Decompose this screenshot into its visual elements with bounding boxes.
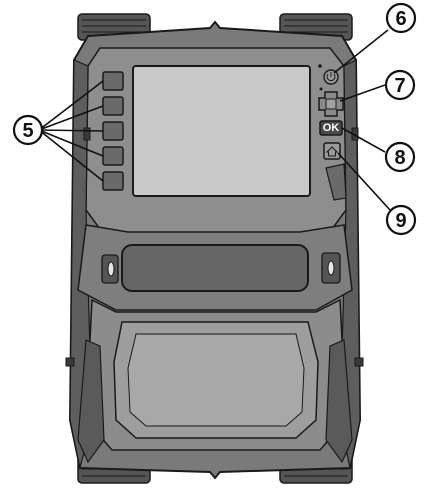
softkey-1[interactable] [102,71,124,91]
callout-5: 5 [12,114,44,146]
callout-9: 9 [385,204,417,236]
softkey-5[interactable] [102,171,124,191]
callout-9-label: 9 [395,210,406,232]
left-clip-upper [83,127,91,141]
power-button[interactable] [323,69,339,85]
left-latch [101,254,119,284]
callout-7-label: 7 [394,75,405,97]
lower-left-guard [77,339,105,464]
callout-5-label: 5 [22,120,33,142]
handle-grip [121,244,309,292]
softkey-4[interactable] [102,146,124,166]
lower-right-guard [325,339,353,464]
softkey-3[interactable] [102,121,124,141]
ok-button[interactable]: OK [319,120,343,136]
home-button[interactable] [323,142,341,160]
left-clip-lower [65,357,75,367]
side-grip-pad [325,163,347,201]
callout-7: 7 [384,69,416,101]
navigation-pad[interactable] [318,91,344,117]
callout-8-label: 8 [394,147,405,169]
display-screen [132,65,311,197]
lower-recess-inner [127,333,305,427]
right-latch [321,252,341,284]
status-led-2 [319,87,323,91]
softkey-2[interactable] [102,96,124,116]
ok-button-label: OK [323,122,340,134]
status-led [318,64,322,68]
callout-6-label: 6 [395,8,406,30]
home-icon [325,146,339,157]
callout-8: 8 [384,141,416,173]
right-clip-lower [354,357,364,367]
callout-6: 6 [385,2,417,34]
softkeys [102,71,124,191]
leader-lines [38,29,391,211]
